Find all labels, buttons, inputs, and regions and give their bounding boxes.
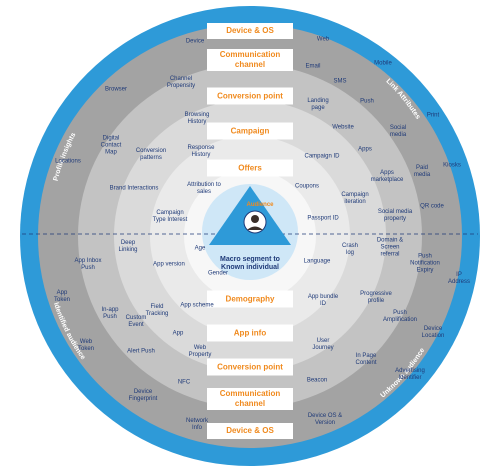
item-language: Language	[303, 258, 331, 265]
category-device-os-top: Device & OS	[207, 23, 293, 39]
item-passport-id: Passport ID	[307, 215, 339, 222]
item-response-history: Response History	[187, 145, 215, 158]
item-in-app-push: In-app Push	[101, 307, 119, 320]
item-advertising-identifier: Advertising Identifier	[395, 368, 425, 381]
item-conversion-patterns: Conversion patterns	[135, 148, 167, 161]
item-sms: SMS	[333, 78, 347, 85]
item-social-media-property: Social media property	[377, 209, 413, 222]
category-campaign: Campaign	[207, 122, 293, 140]
item-nfc: NFC	[177, 379, 191, 386]
item-web-token: Web Token	[77, 339, 95, 352]
item-app-inbox-push: App Inbox Push	[74, 258, 102, 271]
item-in-page-content: In Page Content	[355, 353, 377, 366]
item-landing-page: Landing page	[307, 98, 329, 111]
item-locations: Locations	[55, 158, 81, 165]
item-qr-code: QR code	[420, 203, 444, 210]
item-website: Website	[332, 124, 354, 131]
category-communication-channel-bottom: Communication channel	[207, 388, 293, 410]
item-device-fingerprint: Device Fingerprint	[128, 389, 158, 402]
item-web-property: Web Property	[188, 345, 212, 358]
item-field-tracking: Field Tracking	[145, 304, 169, 317]
item-browser: Browser	[104, 86, 128, 93]
category-conversion-point-top: Conversion point	[207, 87, 293, 105]
item-campaign-type-interest: Campaign Type Interest	[152, 210, 188, 223]
item-email: Email	[305, 63, 321, 70]
category-communication-channel-top: Communication channel	[207, 49, 293, 71]
center-bottom-label: Macro segment to Known individual	[220, 256, 280, 271]
item-app-version: App version	[153, 261, 185, 268]
item-device-os-version: Device OS & Version	[307, 413, 343, 426]
item-domain-screen-referral: Domain & Screen referral	[376, 237, 404, 258]
item-app-token: App Token	[53, 290, 71, 303]
avatar-body-icon	[247, 226, 263, 230]
item-device-location: Device Location	[421, 326, 445, 339]
category-offers: Offers	[207, 159, 293, 177]
item-gender: Gender	[207, 270, 229, 277]
item-custom-event: Custom Event	[125, 315, 147, 328]
item-apps: Apps	[358, 146, 372, 153]
item-browsing-history: Browsing History	[184, 112, 210, 125]
item-progressive-profile: Progressive profile	[360, 291, 392, 304]
item-push-amplification: Push Amplification	[382, 310, 418, 323]
item-app-bundle-id: App bundle ID	[307, 294, 339, 307]
item-push-top: Push	[360, 98, 374, 105]
item-digital-contact-map: Digital Contact Map	[100, 135, 122, 156]
item-crash-log: Crash log	[341, 243, 359, 256]
item-channel-propensity: Channel Propensity	[166, 76, 196, 89]
item-apps-marketplace: Apps marketplace	[370, 170, 404, 183]
item-kiosks: Kiosks	[443, 162, 461, 169]
item-age: Age	[194, 245, 206, 252]
item-mobile: Mobile	[374, 60, 392, 67]
item-social-media: Social media	[389, 125, 407, 138]
category-conversion-point-bottom: Conversion point	[207, 358, 293, 376]
item-beacon: Beacon	[306, 377, 328, 384]
item-alert-push: Alert Push	[127, 348, 155, 355]
item-paid-media: Paid media	[413, 165, 431, 178]
item-app-scheme: App scheme	[180, 302, 214, 309]
item-web: Web	[316, 36, 330, 43]
avatar-head-icon	[251, 215, 259, 223]
item-user-journey: User Journey	[312, 338, 334, 351]
item-coupons: Coupons	[294, 183, 320, 190]
category-app-info: App info	[207, 324, 293, 342]
item-attribution-to-sales: Attribution to sales	[187, 182, 221, 195]
item-deep-linking: Deep Linking	[118, 240, 138, 253]
item-app: App	[172, 330, 184, 337]
center-top-label: Audience	[246, 202, 274, 208]
item-campaign-id: Campaign ID	[304, 153, 340, 160]
item-campaign-iteration: Campaign iteration	[341, 192, 369, 205]
item-brand-interactions: Brand Interactions	[109, 185, 159, 192]
category-demography: Demography	[207, 290, 293, 308]
item-push-notification-expiry: Push Notification Expiry	[410, 253, 440, 274]
item-print: Print	[426, 112, 440, 119]
item-device: Device	[185, 38, 205, 45]
item-ip-address: IP Address	[447, 272, 471, 285]
category-device-os-bottom: Device & OS	[207, 423, 293, 439]
item-network-info: Network Info	[185, 418, 209, 431]
